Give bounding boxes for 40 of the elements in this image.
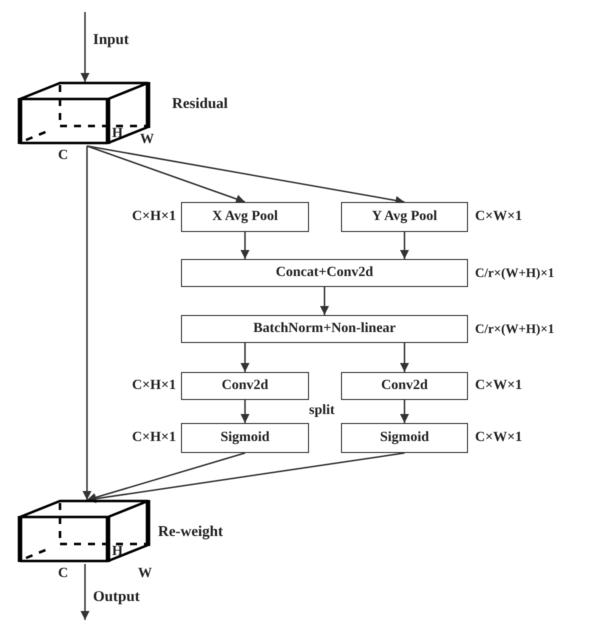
dimension-label: C [58, 566, 68, 582]
arrow [86, 452, 246, 502]
arrow [240, 400, 250, 423]
dimension-label: C/r×(W+H)×1 [475, 265, 554, 281]
arrow [80, 564, 90, 620]
process-box: Conv2d [181, 372, 309, 400]
dimension-label: C/r×(W+H)×1 [475, 321, 554, 337]
process-box: BatchNorm+Non-linear [181, 315, 468, 343]
arrow [82, 146, 92, 500]
arrow [400, 343, 409, 372]
dimension-label: W [140, 132, 154, 148]
dimension-label: C×W×1 [475, 378, 522, 394]
arrow [240, 343, 250, 372]
arrow [86, 145, 246, 204]
process-box: Sigmoid [181, 423, 309, 453]
dimension-label: C×H×1 [132, 430, 176, 446]
node-caption: Residual [172, 96, 228, 112]
dimension-label: H [112, 126, 123, 142]
arrow [86, 145, 405, 205]
arrow [400, 400, 409, 423]
dimension-label: split [309, 403, 335, 419]
process-box: Conv2d [341, 372, 468, 400]
dimension-label: C×H×1 [132, 378, 176, 394]
process-box: Y Avg Pool [341, 202, 468, 232]
arrow [240, 232, 250, 259]
node-caption: Re-weight [158, 524, 223, 540]
process-box: Concat+Conv2d [181, 259, 468, 287]
dimension-label: W [138, 566, 152, 582]
process-box: X Avg Pool [181, 202, 309, 232]
dimension-label: C×W×1 [475, 209, 522, 225]
dimension-label: C×W×1 [475, 430, 522, 446]
dimension-label: C×H×1 [132, 209, 176, 225]
edge-label: Input [93, 32, 129, 48]
arrow [400, 232, 409, 259]
process-box: Sigmoid [341, 423, 468, 453]
arrow [80, 12, 90, 82]
arrow [320, 287, 329, 315]
dimension-label: C [58, 148, 68, 164]
dimension-label: H [112, 544, 123, 560]
edge-label: Output [93, 589, 140, 605]
